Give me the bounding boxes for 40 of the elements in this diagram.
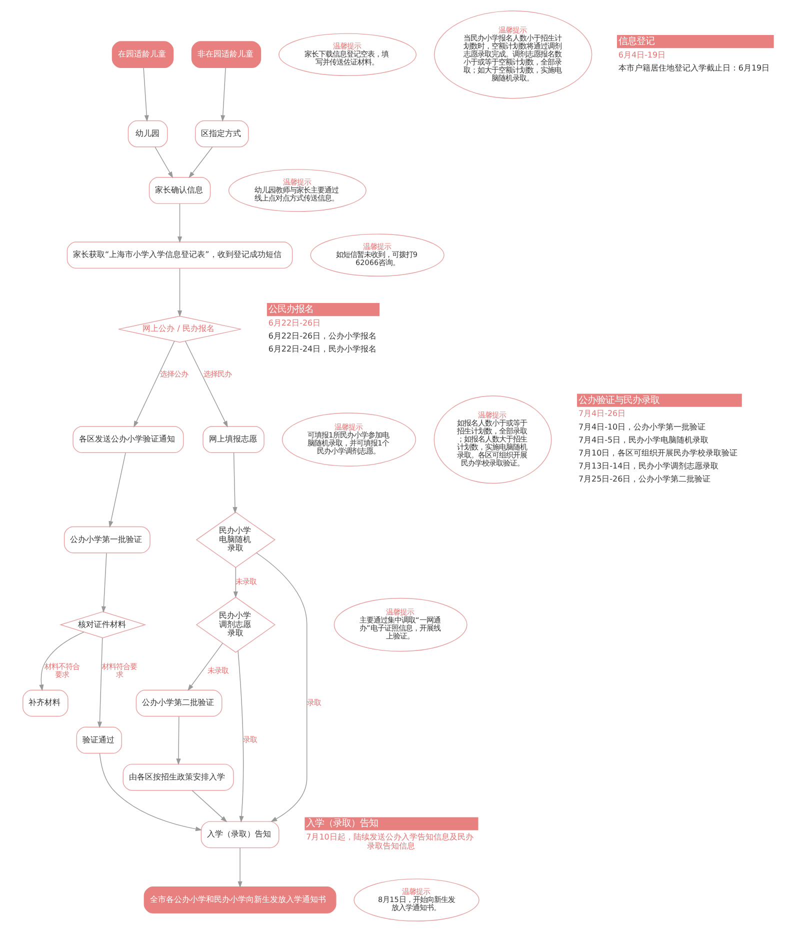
arrow <box>220 67 226 122</box>
arrow <box>187 642 222 691</box>
edge-label: 材料不符合要求 <box>44 662 80 680</box>
edge-label: 录取 <box>306 698 320 708</box>
arrow <box>237 650 244 823</box>
arrow <box>38 632 84 692</box>
arrow <box>176 203 182 244</box>
node-ellipse: 温馨提示 如短信暂未收到，可拨打962066咨询。 <box>310 234 444 277</box>
arrow <box>142 67 148 122</box>
node-box: 信息登记 <box>616 35 774 48</box>
node-ellipse: 温馨提示 当民办小学报名人数小于招生计划数时，空额计划数将通过调剂志愿录取完成。调剂志愿报名数小于或等于空额计划数，全部录取；如大于空额计划数，实施电脑随机录取。 <box>434 10 592 99</box>
arrow <box>232 452 237 514</box>
arrow <box>96 638 102 728</box>
node-ellipse: 温馨提示 可填报1所民办小学参加电脑随机录取，并可填报1个民办小学调剂志愿。 <box>281 412 416 466</box>
arrow <box>176 716 180 766</box>
node-box: 公民办报名 <box>266 303 379 316</box>
node-ellipse: 温馨提示 如报名人数小于或等于招生计划数，全部录取；如报名人数大于招生计划数，实施电脑随机录取。各区可组织开展民办学校录取验证。 <box>433 395 552 484</box>
arrow <box>237 848 242 888</box>
arrow <box>154 146 173 178</box>
node-ellipse: 温馨提示 家长下载信息登记空表，填写并传送佐证材料。 <box>278 33 416 76</box>
node-ellipse: 温馨提示 8月15日，开始向新生发放入学通知书。 <box>353 878 479 922</box>
edge-label: 选择公办 <box>160 369 188 378</box>
node-box: 入学（录取）告知 <box>304 817 478 830</box>
arrow <box>191 790 227 822</box>
arrow <box>98 753 202 832</box>
arrow <box>184 340 228 428</box>
node-box: 公办验证与民办录取 <box>576 394 742 407</box>
arrow <box>176 268 182 318</box>
node-ellipse: 温馨提示 主要通过集中调取“一网通办”电子证照信息，开展线上验证。 <box>333 598 467 652</box>
edge-label: 选择民办 <box>203 369 232 378</box>
edge-label: 未录取 <box>206 666 228 676</box>
edge-label: 录取 <box>242 735 256 744</box>
arrow <box>108 452 126 528</box>
arrow <box>133 340 174 428</box>
arrow <box>232 567 238 598</box>
arrow <box>188 146 212 178</box>
arrow <box>256 552 307 822</box>
arrow <box>100 552 106 613</box>
edge-label: 材料符合要求 <box>102 662 137 680</box>
node-ellipse: 温馨提示 幼儿园教师与家长主要通过线上点对点方式传送信息。 <box>228 169 366 212</box>
